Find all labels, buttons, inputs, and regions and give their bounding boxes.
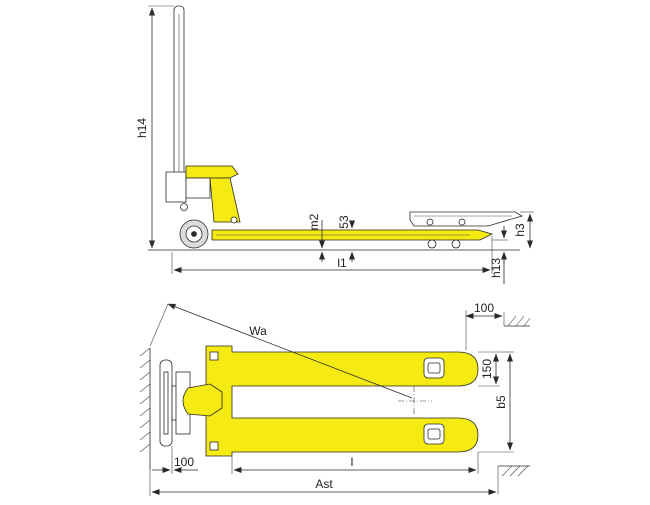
fork-frame-top xyxy=(205,345,479,457)
wall-left xyxy=(139,347,151,470)
frame-upright xyxy=(209,177,241,223)
steer-wheel-axle xyxy=(191,231,197,237)
wall-left-hatch-7 xyxy=(139,419,151,429)
dim-150-label: 150 xyxy=(480,359,494,379)
wall-br-hatch-2 xyxy=(509,465,521,477)
top-view: Wa 100 150 b5 100 l Ast xyxy=(139,301,531,496)
wall-left-hatch-5 xyxy=(139,395,151,405)
wall-tr-hatch-2 xyxy=(515,315,525,327)
dim-53-label: 53 xyxy=(337,215,351,229)
handle-grip-inner xyxy=(163,371,169,435)
wall-left-hatch-6 xyxy=(139,407,151,417)
wall-tr-hatch-3 xyxy=(523,317,531,327)
gap-100-label: 100 xyxy=(474,301,494,315)
fork-root-bolt-bottom xyxy=(209,441,219,451)
l-label: l xyxy=(351,455,354,469)
load-roller-lower-inner xyxy=(427,428,441,440)
frame-bolt xyxy=(230,216,238,224)
wall-left-hatch-8 xyxy=(139,431,151,441)
wall-left-hatch-4 xyxy=(139,383,151,393)
handle-socket xyxy=(165,171,187,203)
pump-body xyxy=(185,177,211,199)
fork-root-bolt-top xyxy=(209,351,219,361)
wall-br-hatch-3 xyxy=(517,465,529,477)
b5-label: b5 xyxy=(494,395,508,409)
raised-platform-body xyxy=(409,211,524,227)
raised-roller-a xyxy=(426,218,434,226)
hydraulic-unit xyxy=(185,165,241,224)
h14-label: h14 xyxy=(135,118,149,138)
wall-left-hatch-2 xyxy=(139,359,151,369)
h3-label: h3 xyxy=(513,223,527,237)
load-roller-upper-inner xyxy=(427,362,441,374)
pivot-pin xyxy=(180,203,188,211)
ast-label: Ast xyxy=(315,477,333,491)
raised-load-platform xyxy=(409,211,524,227)
load-roller-lowered-front xyxy=(427,239,437,249)
wall-left-hatch-3 xyxy=(139,371,151,381)
raised-roller-b xyxy=(458,218,466,226)
load-roller-lowered-rear xyxy=(451,239,461,249)
wall-tr-hatch-1 xyxy=(507,315,517,327)
pump-housing-top xyxy=(182,383,223,417)
h13-label: h13 xyxy=(489,258,503,278)
steer-wheel xyxy=(179,203,209,249)
m2-label: m2 xyxy=(307,213,321,230)
wa-radius-line xyxy=(167,303,413,399)
wall-left-hatch-1 xyxy=(139,347,151,357)
l1-label: l1 xyxy=(337,256,347,270)
wa-label: Wa xyxy=(249,324,267,338)
wall-br-hatch-1 xyxy=(501,465,513,477)
wall-left-hatch-9 xyxy=(139,443,151,453)
clearance-100-label: 100 xyxy=(174,455,194,469)
wa-leader-line xyxy=(149,303,169,347)
handle xyxy=(165,5,187,203)
pump-cover xyxy=(185,165,239,179)
wall-bottom-right xyxy=(497,465,530,494)
wall-top-right xyxy=(503,312,531,327)
side-view: h14 l1 m2 53 h3 h13 xyxy=(135,5,534,284)
